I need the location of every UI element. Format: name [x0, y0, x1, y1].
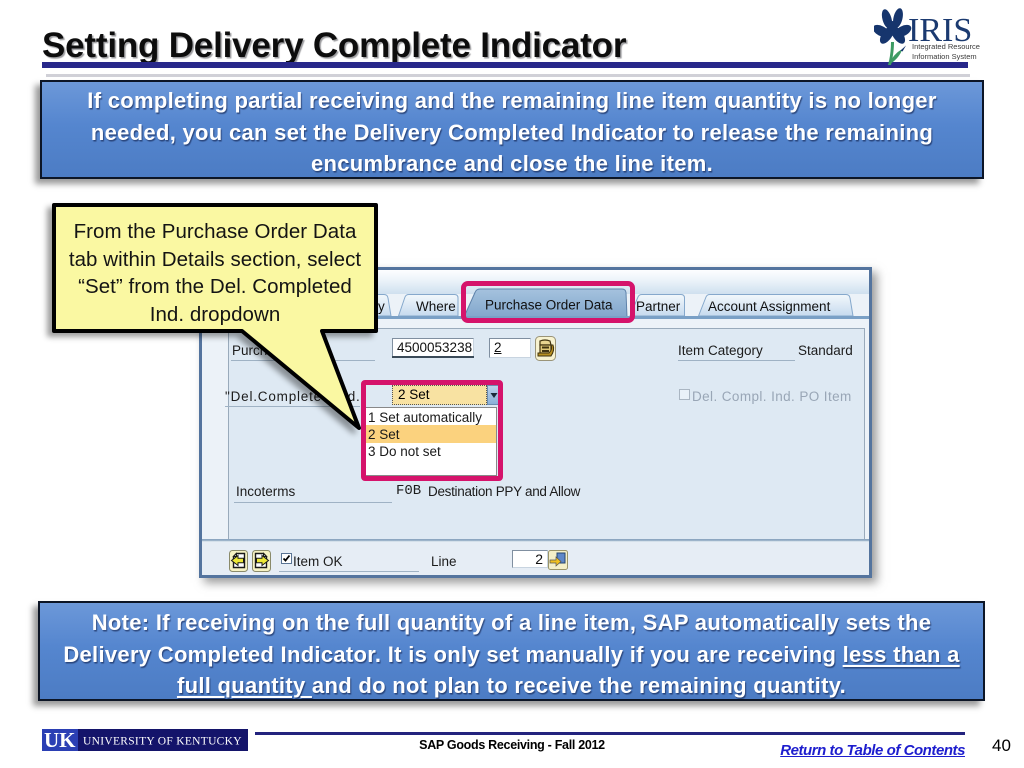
svg-text:Purchase Order Data: Purchase Order Data: [485, 298, 613, 313]
svg-text:Integrated Resource: Integrated Resource: [912, 42, 980, 51]
svg-text:IRIS: IRIS: [908, 12, 972, 49]
svg-text:UNIVERSITY OF KENTUCKY: UNIVERSITY OF KENTUCKY: [83, 736, 242, 748]
svg-text:Partner: Partner: [636, 299, 681, 314]
svg-text:y: y: [378, 299, 385, 314]
svg-text:Where: Where: [416, 299, 456, 314]
svg-text:Information System: Information System: [912, 52, 977, 61]
svg-text:UK: UK: [44, 729, 76, 751]
svg-text:Account Assignment: Account Assignment: [708, 299, 831, 314]
